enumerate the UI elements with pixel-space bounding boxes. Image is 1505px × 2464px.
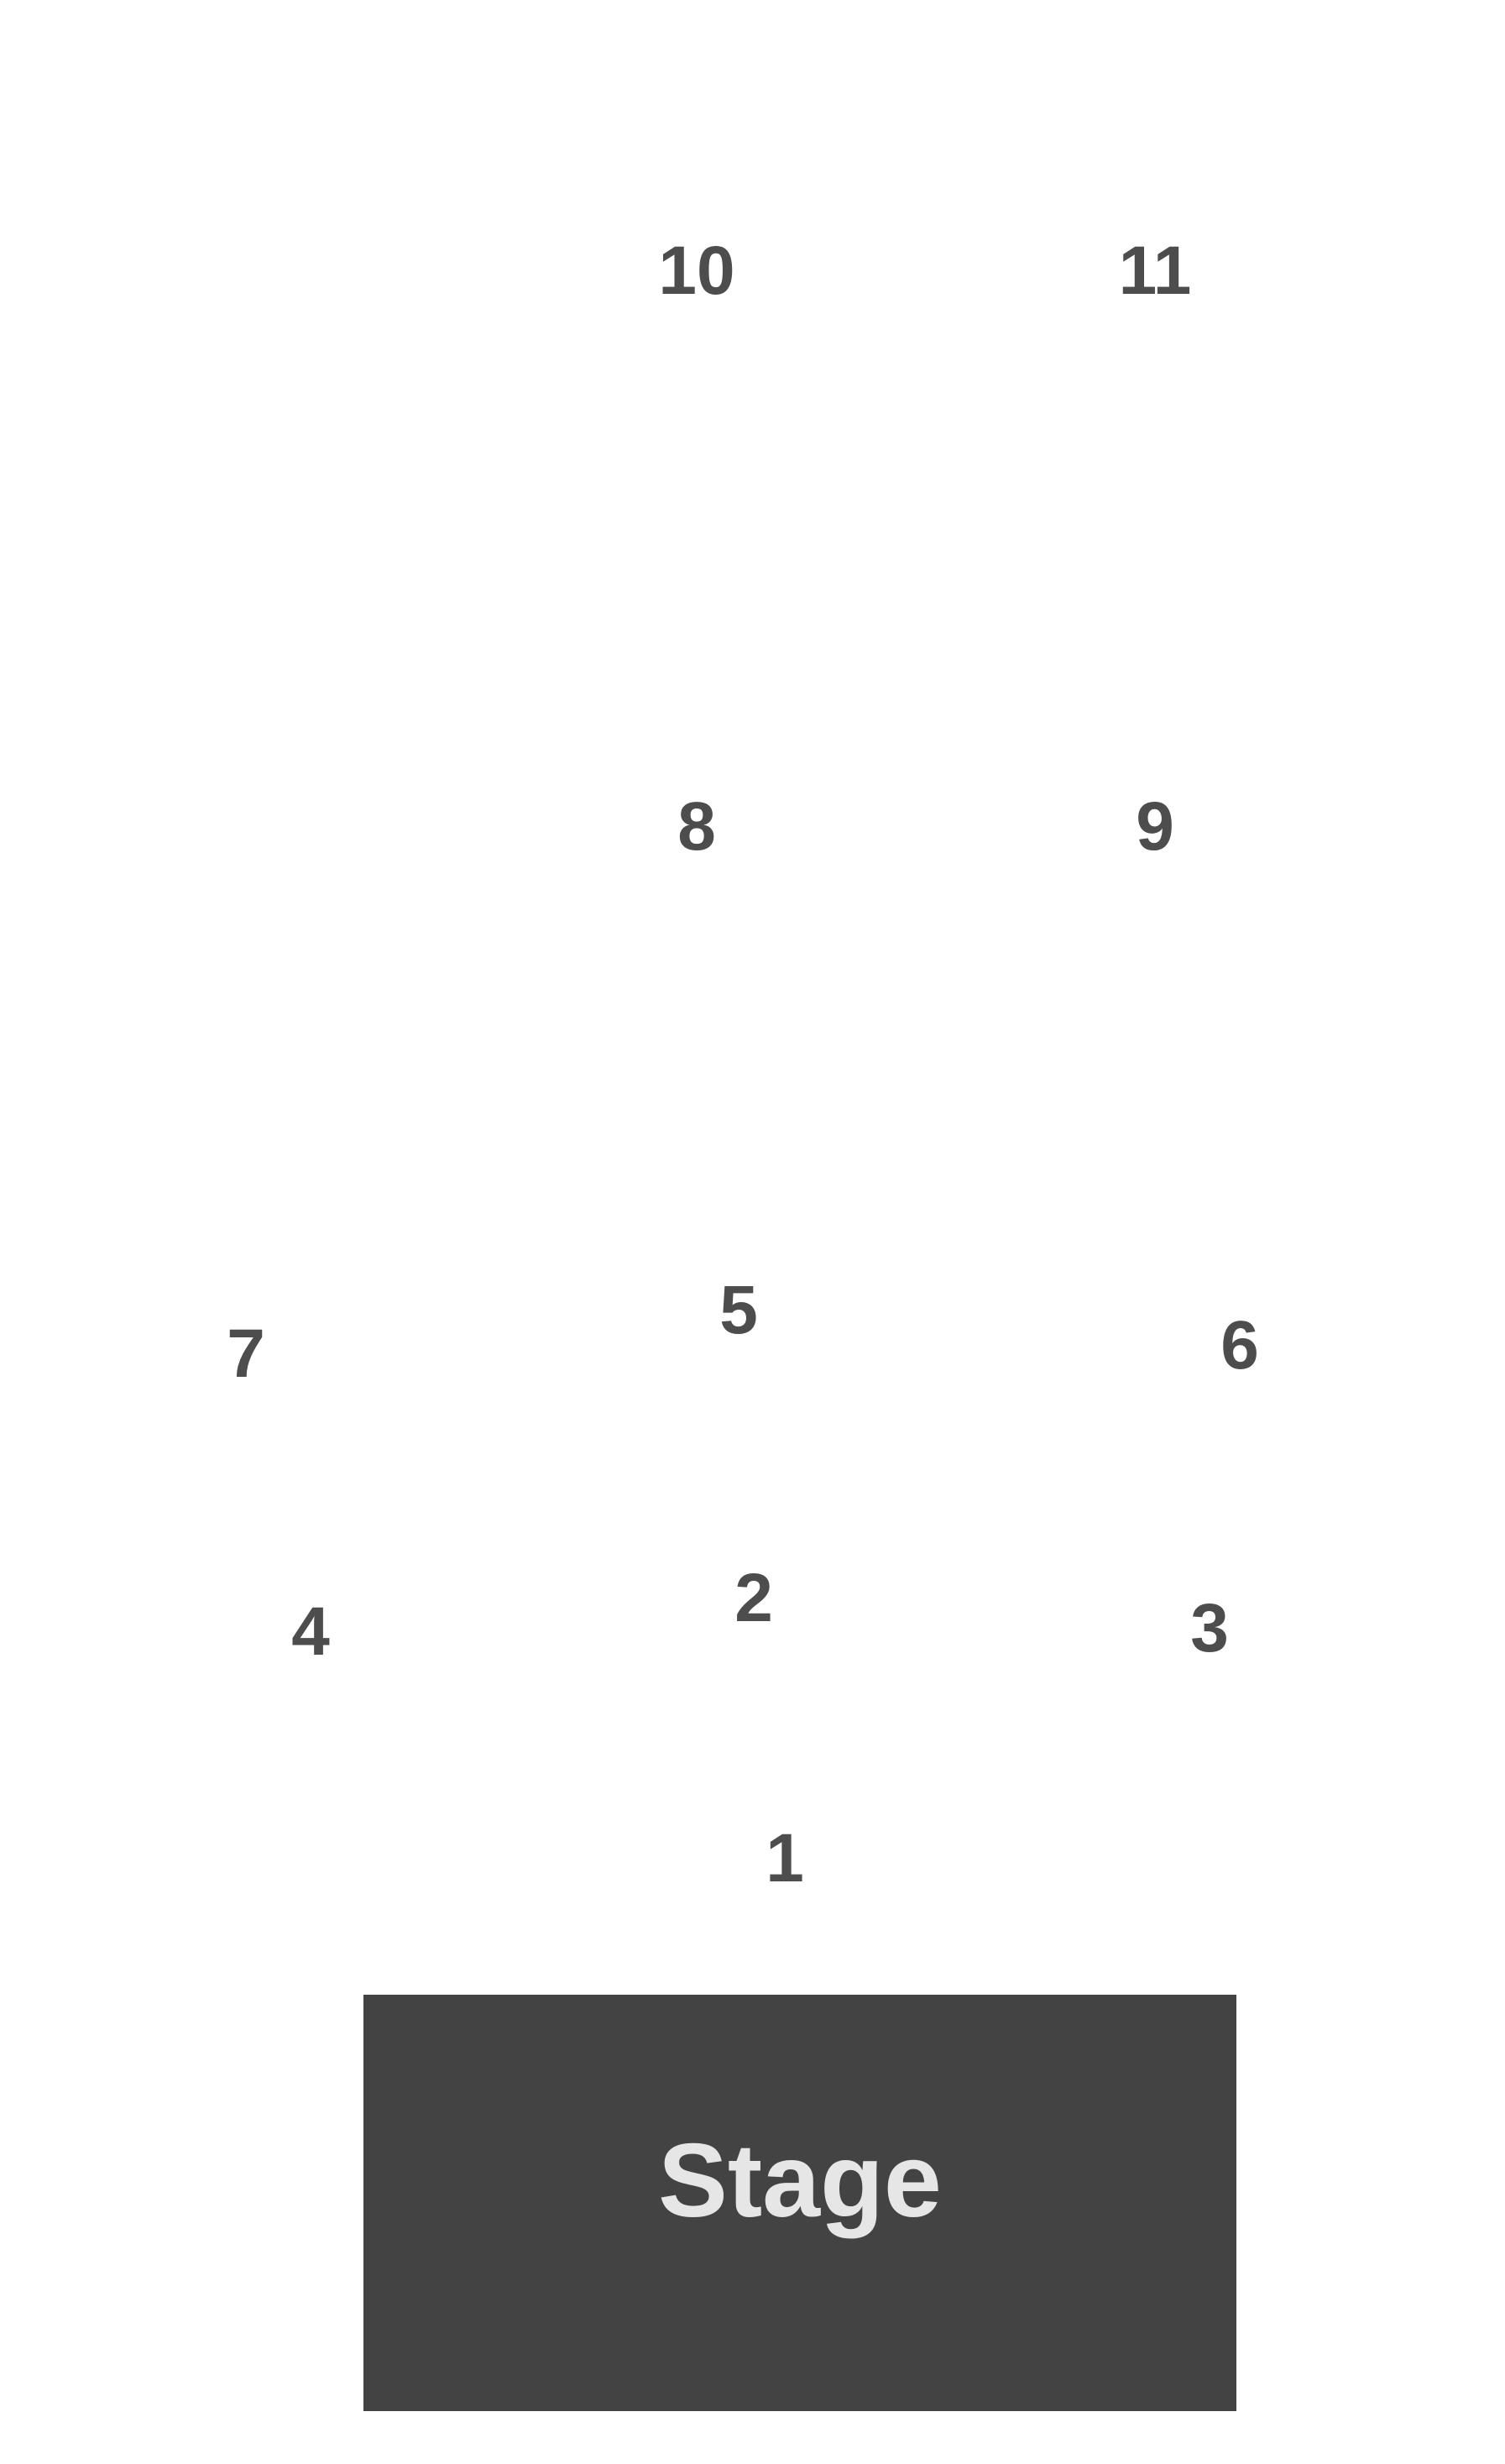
section-3-label[interactable]: 3 xyxy=(1190,1590,1229,1666)
section-2-label[interactable]: 2 xyxy=(734,1560,773,1636)
section-11-label[interactable]: 11 xyxy=(1118,233,1192,309)
section-10-label[interactable]: 10 xyxy=(658,233,735,309)
section-8-label[interactable]: 8 xyxy=(677,788,716,865)
section-5-label[interactable]: 5 xyxy=(719,1272,758,1348)
section-1-label[interactable]: 1 xyxy=(766,1820,804,1896)
stage-label: Stage xyxy=(658,2123,942,2239)
section-9-label[interactable]: 9 xyxy=(1136,788,1174,865)
section-6-label[interactable]: 6 xyxy=(1220,1307,1259,1384)
section-4-label[interactable]: 4 xyxy=(291,1593,330,1670)
section-7-label[interactable]: 7 xyxy=(227,1316,265,1392)
stage: Stage xyxy=(363,1995,1236,2411)
